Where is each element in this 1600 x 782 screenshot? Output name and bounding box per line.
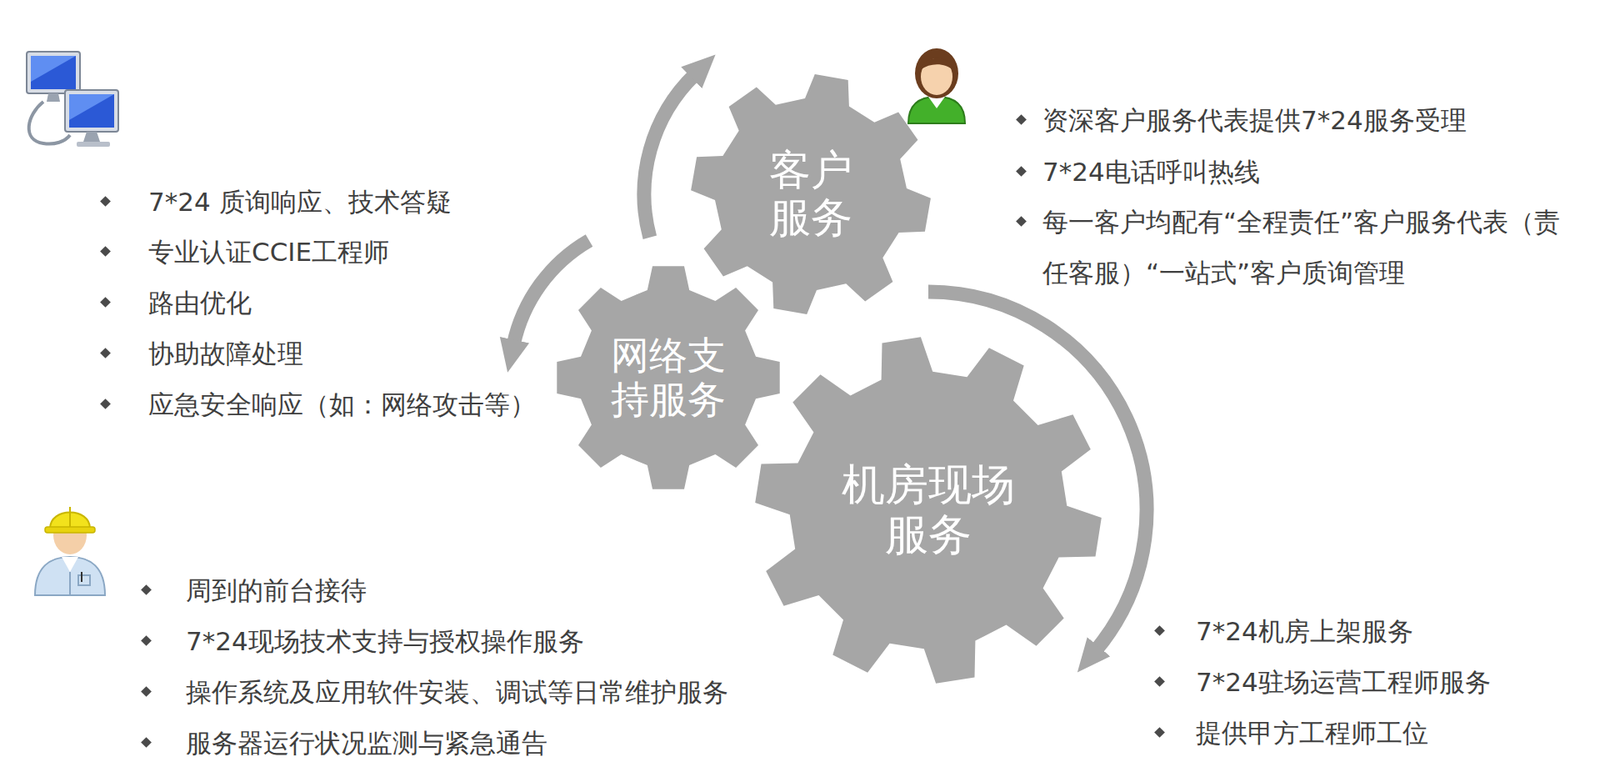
bullet-text: 资深客户服务代表提供7*24服务受理 (1042, 95, 1467, 146)
bullet-diamond (100, 296, 111, 308)
engineer-icon (30, 495, 110, 597)
curved-arrow (513, 240, 590, 345)
bullet-diamond (1154, 726, 1165, 738)
bullet-diamond (1154, 675, 1165, 687)
bullet-diamond (140, 685, 152, 697)
bullet-text: 应急安全响应（如：网络攻击等） (148, 379, 536, 430)
gear-title: 网络支持服务 (610, 333, 727, 422)
bullet-text: 7*24驻场运营工程师服务 (1195, 656, 1491, 708)
bullet-text: 协助故障处理 (148, 328, 304, 380)
bullet-diamond (1015, 165, 1027, 177)
gear-title: 客户服务 (768, 146, 855, 243)
bullet-diamond (1015, 215, 1027, 227)
computer-icon (18, 48, 125, 155)
bullet-text: 提供甲方工程师工位 (1195, 707, 1429, 759)
gear-outline (755, 336, 1102, 684)
bullet-text: 7*24 质询响应、技术答疑 (148, 176, 452, 228)
curved-arrow (644, 74, 695, 238)
bullet-text: 周到的前台接待 (185, 565, 367, 616)
bullet-diamond (100, 347, 111, 359)
service-person-icon (901, 41, 972, 125)
bullet-text: 每一客户均配有“全程责任”客户服务代表（责任客服）“一站式”客户质询管理 (1042, 196, 1576, 299)
bullet-text: 操作系统及应用软件安装、调试等日常维护服务 (185, 666, 729, 718)
bullet-diamond (100, 195, 111, 207)
bullet-diamond (100, 245, 111, 257)
gear-title: 机房现场服务 (839, 460, 1017, 560)
bullet-text: 路由优化 (148, 277, 252, 329)
bullet-diamond (1154, 625, 1165, 636)
bullet-text: 7*24机房上架服务 (1195, 605, 1414, 657)
bullet-diamond (100, 398, 111, 410)
bullet-text: 专业认证CCIE工程师 (148, 226, 390, 278)
bullet-diamond (140, 584, 152, 595)
gear-outline (556, 265, 780, 489)
bullet-text: 7*24电话呼叫热线 (1042, 146, 1260, 198)
service-gear: 客户服务 (690, 74, 931, 315)
service-gear: 机房现场服务 (755, 336, 1102, 684)
bullet-diamond (140, 635, 152, 646)
service-gear: 网络支持服务 (555, 265, 781, 490)
gear-outline (690, 74, 931, 315)
bullet-diamond (140, 736, 152, 748)
bullet-text: 7*24现场技术支持与授权操作服务 (185, 615, 585, 667)
bullet-diamond (1015, 114, 1027, 125)
bullet-text: 服务器运行状况监测与紧急通告 (185, 717, 548, 769)
